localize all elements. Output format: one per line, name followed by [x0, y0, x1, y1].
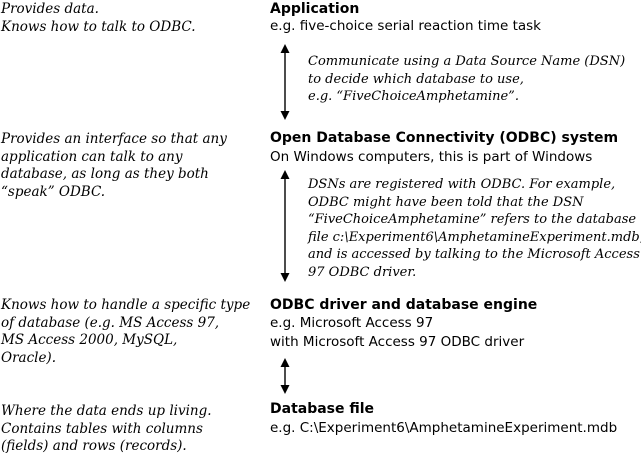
- note-line: DSNs are registered with ODBC. For examp…: [308, 177, 616, 192]
- description-line: Where the data ends up living.: [1, 403, 212, 419]
- note-line: ODBC might have been told that the DSN: [308, 194, 584, 210]
- double-arrow-icon: [280, 170, 290, 282]
- odbc-description: Provides an interface so that any applic…: [1, 131, 256, 201]
- detail-line: e.g. C:\Experiment6\AmphetamineExperimen…: [270, 420, 618, 436]
- odbc-detail: On Windows computers, this is part of Wi…: [270, 148, 592, 167]
- application-description: Provides data. Knows how to talk to ODBC…: [1, 1, 256, 36]
- note-line: e.g. “FiveChoiceAmphetamine”.: [308, 89, 519, 105]
- dsn-registration-note: DSNs are registered with ODBC. For examp…: [308, 176, 641, 282]
- dsn-note: Communicate using a Data Source Name (DS…: [308, 53, 625, 106]
- description-line: application can talk to any: [1, 148, 183, 165]
- description-line: Knows how to talk to ODBC.: [1, 18, 196, 35]
- note-line: to decide which database to use,: [308, 71, 524, 87]
- driver-description: Knows how to handle a specific type of d…: [1, 297, 256, 367]
- detail-line: On Windows computers, this is part of Wi…: [270, 149, 593, 165]
- note-line: “FiveChoiceAmphetamine” refers to the da…: [308, 212, 637, 228]
- driver-title: ODBC driver and database engine: [270, 297, 538, 313]
- note-line: file c:\Experiment6\AmphetamineExperimen…: [308, 229, 641, 245]
- note-line: and is accessed by talking to the Micros…: [308, 247, 640, 263]
- description-line: “speak” ODBC.: [1, 183, 106, 200]
- database-file-detail: e.g. C:\Experiment6\AmphetamineExperimen…: [270, 419, 617, 438]
- description-line: Knows how to handle a specific type: [1, 297, 251, 313]
- description-line: Contains tables with columns: [1, 420, 203, 437]
- application-title: Application: [270, 1, 360, 17]
- description-line: Provides an interface so that any: [1, 131, 227, 147]
- detail-line: e.g. five-choice serial reaction time ta…: [270, 18, 541, 34]
- driver-detail: e.g. Microsoft Access 97 with Microsoft …: [270, 314, 524, 352]
- double-arrow-icon: [280, 44, 290, 120]
- application-detail: e.g. five-choice serial reaction time ta…: [270, 17, 541, 36]
- database-file-title: Database file: [270, 401, 375, 417]
- description-line: (fields) and rows (records).: [1, 438, 187, 454]
- detail-line: e.g. Microsoft Access 97: [270, 315, 434, 331]
- description-line: of database (e.g. MS Access 97,: [1, 314, 220, 331]
- odbc-title: Open Database Connectivity (ODBC) system: [270, 130, 619, 146]
- double-arrow-icon: [280, 358, 290, 394]
- description-line: Provides data.: [1, 1, 99, 17]
- database-file-description: Where the data ends up living. Contains …: [1, 403, 256, 456]
- note-line: Communicate using a Data Source Name (DS…: [308, 54, 626, 69]
- description-line: MS Access 2000, MySQL,: [1, 332, 178, 348]
- description-line: Oracle).: [1, 349, 56, 366]
- note-line: 97 ODBC driver.: [308, 264, 417, 280]
- detail-line: with Microsoft Access 97 ODBC driver: [270, 334, 525, 350]
- description-line: database, as long as they both: [1, 166, 209, 182]
